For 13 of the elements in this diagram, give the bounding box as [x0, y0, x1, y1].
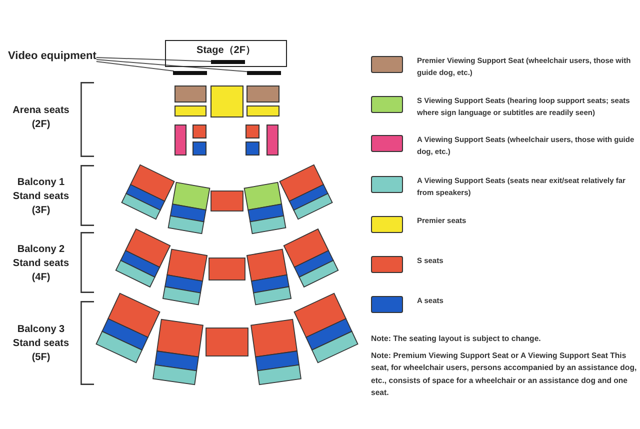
leader-line	[96, 59, 248, 72]
equipment-bar	[211, 60, 245, 64]
equipment-bar	[247, 71, 281, 75]
leader-line	[96, 60, 174, 72]
section-label: Balcony 2 Stand seats (4F)	[12, 243, 70, 285]
equipment-bar	[173, 71, 207, 75]
stage-label: Stage（2F）	[196, 44, 256, 57]
section-label: Balcony 3 Stand seats (5F)	[12, 323, 70, 365]
section-label: Balcony 1 Stand seats (3F)	[12, 176, 70, 218]
stage-box	[165, 40, 287, 67]
leader-line	[96, 57, 212, 62]
callout-label: Video equipment	[8, 50, 96, 62]
section-label: Arena seats (2F)	[12, 104, 70, 132]
